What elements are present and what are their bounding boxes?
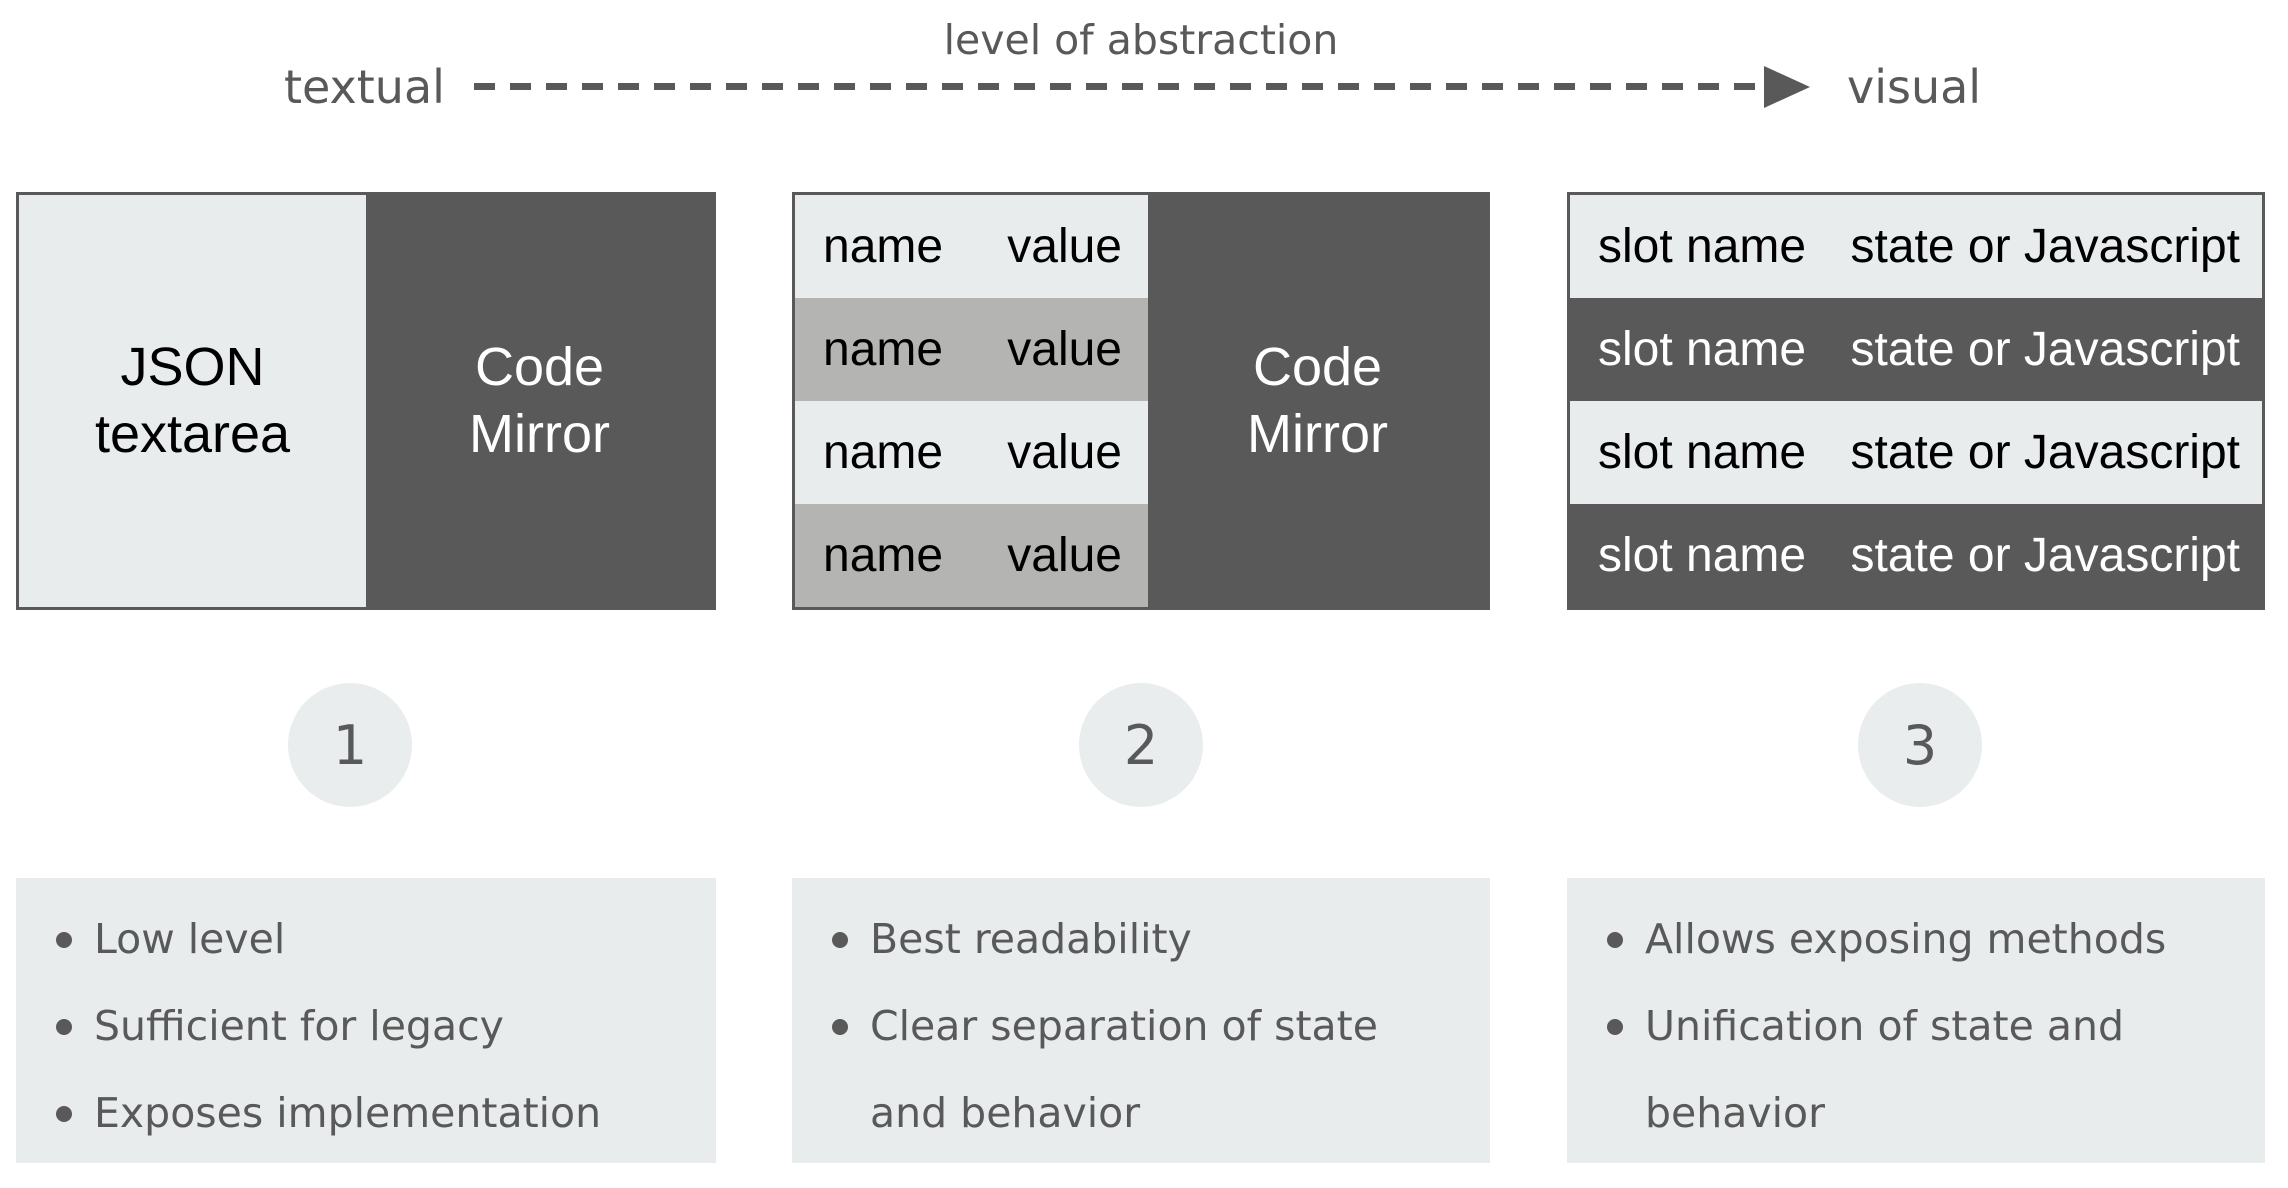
step-circle-3: 3 (1858, 683, 1982, 807)
name-value-row: name value (795, 195, 1148, 298)
slot-name-cell: slot name (1598, 323, 1807, 376)
note-item: Clear separation of state and behavior (832, 983, 1430, 1157)
step-circle-1: 1 (288, 683, 412, 807)
codemirror-pane-label: Code Mirror (469, 336, 610, 465)
axis-title: level of abstraction (943, 16, 1339, 64)
name-value-row: name value (795, 298, 1148, 401)
name-cell: name (823, 323, 944, 376)
step-number: 2 (1123, 713, 1159, 777)
step-number: 3 (1902, 713, 1938, 777)
textual-label: textual (284, 60, 445, 114)
note-item: Exposes implementation (56, 1070, 654, 1157)
slot-value-cell: state or Javascript (1850, 220, 2240, 273)
note-item: Low level (56, 896, 654, 983)
step-number: 1 (332, 713, 368, 777)
name-cell: name (823, 426, 944, 479)
visual-label: visual (1847, 60, 1982, 114)
level3-box: slot name state or Javascript slot name … (1567, 192, 2265, 610)
name-cell: name (823, 220, 944, 273)
arrow-right-icon (1764, 66, 1810, 108)
slot-value-cell: state or Javascript (1850, 323, 2240, 376)
level1-box: JSON textarea Code Mirror (16, 192, 716, 610)
value-cell: value (1007, 220, 1122, 273)
note-item: Sufficient for legacy (56, 983, 654, 1070)
value-cell: value (1007, 426, 1122, 479)
notes-list: Best readability Clear separation of sta… (832, 896, 1490, 1157)
json-textarea-pane-label: JSON textarea (94, 336, 291, 465)
slot-row: slot name state or Javascript (1570, 195, 2262, 298)
value-cell: value (1007, 529, 1122, 582)
slot-name-cell: slot name (1598, 529, 1807, 582)
codemirror-pane-label: Code Mirror (1247, 336, 1388, 465)
slot-value-cell: state or Javascript (1850, 529, 2240, 582)
notes-list: Low level Sufficient for legacy Exposes … (56, 896, 716, 1157)
notes-list: Allows exposing methods Unification of s… (1607, 896, 2265, 1157)
slot-row: slot name state or Javascript (1570, 504, 2262, 607)
name-value-row: name value (795, 401, 1148, 504)
slot-row: slot name state or Javascript (1570, 401, 2262, 504)
level2-notes-card: Best readability Clear separation of sta… (792, 878, 1490, 1163)
slot-name-cell: slot name (1598, 426, 1807, 479)
step-circle-2: 2 (1079, 683, 1203, 807)
note-item: Unification of state and behavior (1607, 983, 2205, 1157)
note-item: Best readability (832, 896, 1430, 983)
level2-box: name value name value name value name va… (792, 192, 1490, 610)
codemirror-pane-level1: Code Mirror (366, 195, 713, 607)
name-value-row: name value (795, 504, 1148, 607)
codemirror-pane-level2: Code Mirror (1148, 195, 1487, 607)
slot-value-cell: state or Javascript (1850, 426, 2240, 479)
name-cell: name (823, 529, 944, 582)
note-item: Allows exposing methods (1607, 896, 2205, 983)
value-cell: value (1007, 323, 1122, 376)
slot-name-cell: slot name (1598, 220, 1807, 273)
json-textarea-pane: JSON textarea (19, 195, 366, 607)
abstraction-axis-dashed-line (474, 83, 1766, 90)
name-value-table: name value name value name value name va… (795, 195, 1148, 607)
level3-notes-card: Allows exposing methods Unification of s… (1567, 878, 2265, 1163)
slot-row: slot name state or Javascript (1570, 298, 2262, 401)
level1-notes-card: Low level Sufficient for legacy Exposes … (16, 878, 716, 1163)
